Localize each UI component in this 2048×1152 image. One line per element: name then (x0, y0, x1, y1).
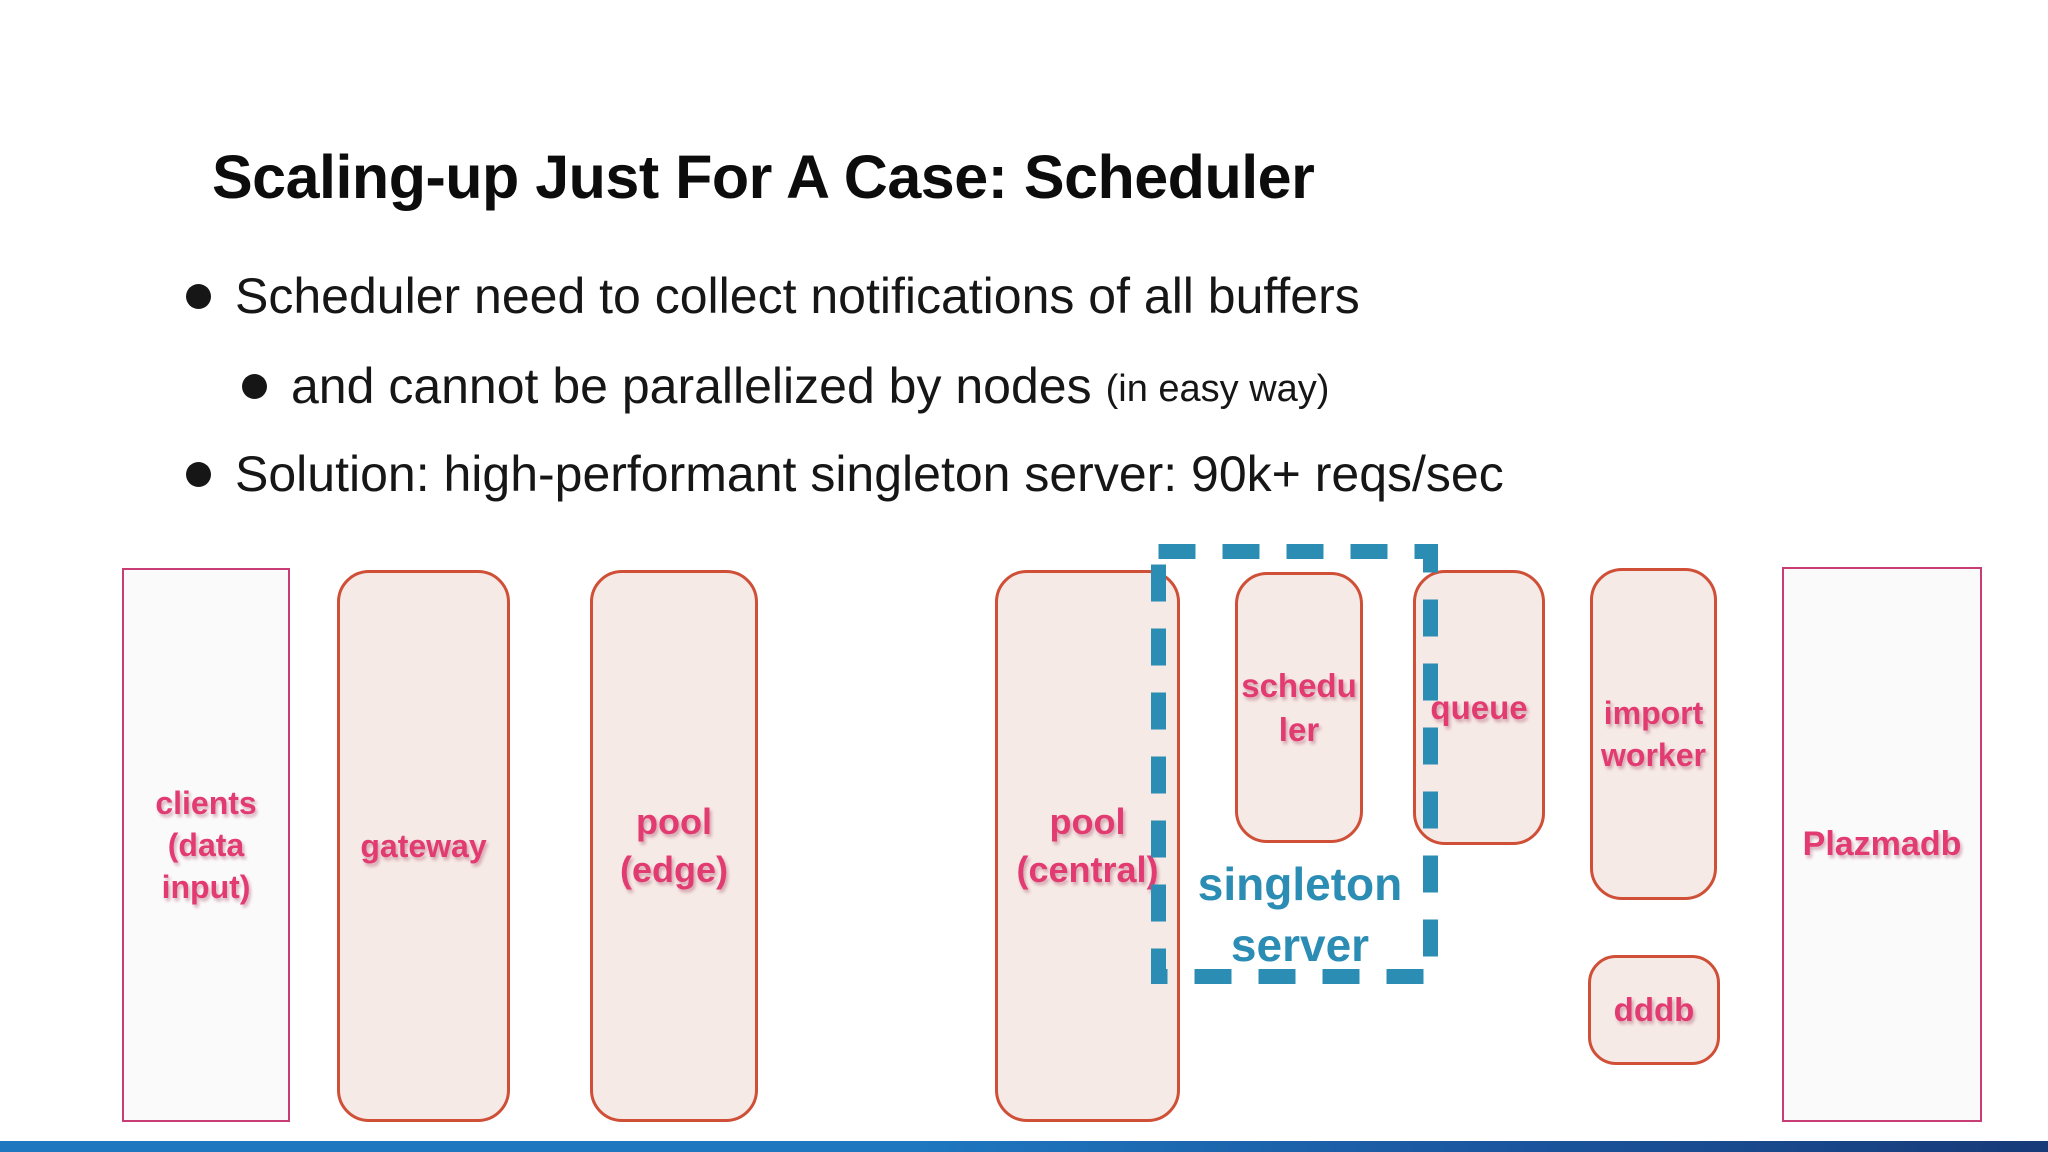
node-dddb-label: dddb (1613, 991, 1695, 1029)
bullet-text: Solution: high-performant singleton serv… (235, 446, 1504, 502)
node-plazmadb-label: Plazmadb (1802, 825, 1962, 864)
node-clients: clients (data input) (122, 568, 290, 1122)
node-gateway-label: gateway (360, 827, 487, 864)
node-pool-edge: pool (edge) (590, 570, 758, 1122)
bullet-note: (in easy way) (1105, 367, 1330, 410)
bullet-text: and cannot be parallelized by nodes (291, 358, 1092, 414)
slide-title: Scaling-up Just For A Case: Scheduler (212, 143, 1315, 211)
node-import-worker: import worker (1590, 568, 1717, 900)
node-dddb: dddb (1588, 955, 1720, 1065)
node-pool-central: pool (central) (995, 570, 1180, 1122)
node-pool-central-label: pool (central) (1016, 801, 1159, 890)
footer-accent-bar (0, 1141, 2048, 1152)
singleton-group-outline (1151, 544, 1438, 984)
node-import-worker-label: import worker (1601, 694, 1706, 773)
node-scheduler: schedu ler (1235, 572, 1363, 843)
node-pool-edge-label: pool (edge) (620, 801, 728, 890)
node-plazmadb: Plazmadb (1782, 567, 1982, 1122)
bullet-dot-icon (186, 462, 211, 487)
node-gateway: gateway (337, 570, 510, 1122)
bullet-dot-icon (186, 284, 211, 309)
node-clients-label: clients (data input) (155, 784, 257, 906)
node-queue-label: queue (1430, 688, 1528, 726)
bullet-dot-icon (242, 374, 267, 399)
node-scheduler-label: schedu ler (1241, 666, 1357, 748)
bullet-item: Scheduler need to collect notifications … (186, 268, 1360, 326)
singleton-group-label: singleton server (1197, 858, 1403, 971)
bullet-item: Solution: high-performant singleton serv… (186, 446, 1504, 504)
bullet-text: Scheduler need to collect notifications … (235, 268, 1360, 324)
bullet-item: and cannot be parallelized by nodes (in … (242, 358, 1329, 416)
